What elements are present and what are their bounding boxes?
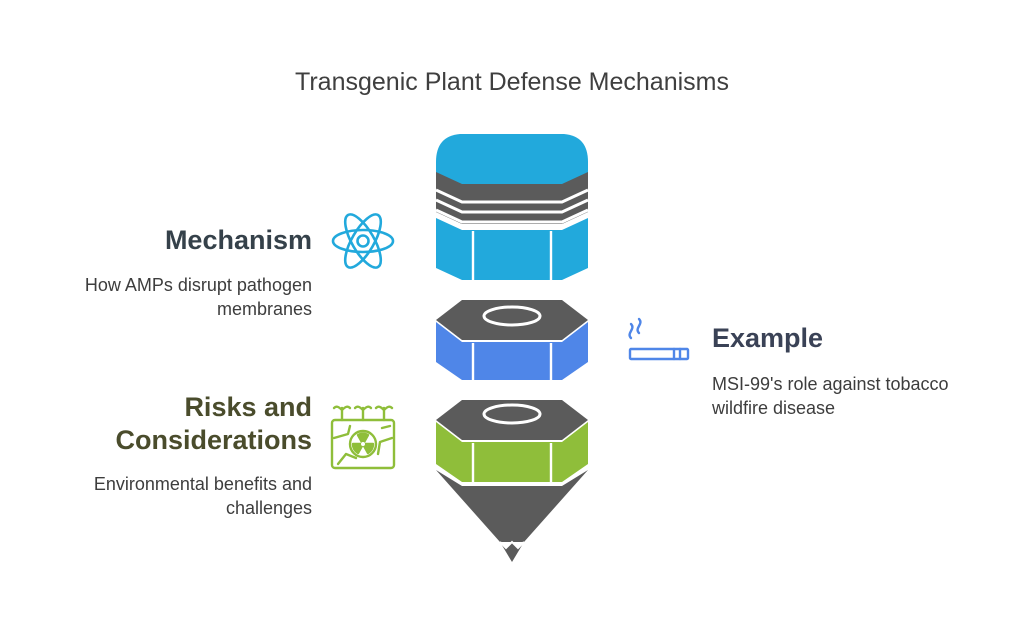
- risks-block: [436, 400, 588, 482]
- example-description: MSI-99's role against tobacco wildfire d…: [712, 372, 1012, 420]
- cone-tip: [436, 470, 588, 562]
- risks-description-line2: challenges: [225, 498, 312, 518]
- mechanism-heading: Mechanism: [164, 225, 312, 255]
- mechanism-block: [435, 134, 589, 280]
- risks-heading-line2: Considerations: [115, 425, 312, 455]
- mechanism-top-cap: [436, 134, 588, 184]
- mechanism-body: [436, 218, 588, 280]
- diagram-title: Transgenic Plant Defense Mechanisms: [295, 68, 729, 96]
- atom-icon: [331, 213, 395, 269]
- risks-description-line1: Environmental benefits and: [93, 474, 312, 494]
- cigarette-icon: [628, 317, 690, 361]
- risks-heading-line1: Risks and: [184, 392, 312, 422]
- plant-hazard-icon: [330, 405, 396, 470]
- mechanism-description-line1: How AMPs disrupt pathogen: [84, 275, 312, 295]
- mechanism-description-line2: membranes: [216, 299, 312, 319]
- risks-top: [436, 400, 588, 440]
- example-heading: Example: [712, 323, 824, 353]
- example-top: [436, 300, 588, 340]
- risks-heading: Risks and Considerations: [60, 391, 312, 457]
- stacked-column-diagram: [435, 134, 589, 562]
- example-description-line2: wildfire disease: [712, 398, 836, 418]
- example-block: [436, 300, 588, 380]
- example-description-line1: MSI-99's role against tobacco: [712, 374, 949, 394]
- risks-description: Environmental benefits and challenges: [20, 472, 312, 520]
- mechanism-description: How AMPs disrupt pathogen membranes: [20, 273, 312, 321]
